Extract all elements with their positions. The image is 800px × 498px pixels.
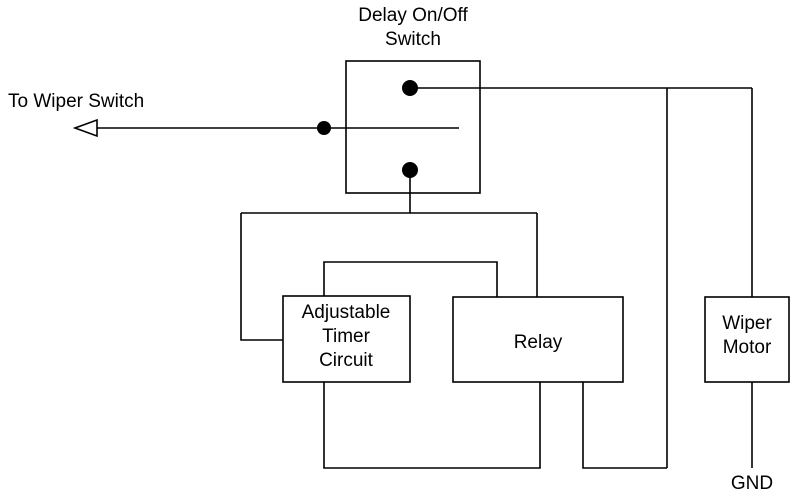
to-wiper-switch-label: To Wiper Switch	[8, 91, 144, 112]
timer-label-line3: Circuit	[319, 350, 374, 371]
wire-timer-bottom-to-relay-bottom-left	[323, 382, 541, 469]
wiper-switch-tap-dot	[317, 121, 331, 135]
wiper-motor-box[interactable]	[704, 296, 790, 383]
to-wiper-switch-arrowhead	[72, 118, 98, 138]
relay-box[interactable]	[452, 296, 624, 383]
wire-bus-to-timer-left	[240, 213, 283, 341]
timer-label-line1: Adjustable	[302, 302, 391, 323]
gnd-label: GND	[731, 473, 773, 494]
relay-label: Relay	[514, 332, 563, 353]
timer-label-line2: Timer	[322, 326, 371, 347]
switch-bottom-contact-dot	[402, 162, 418, 178]
delay-switch-title-line2: Switch	[385, 29, 441, 50]
switch-top-contact-dot	[402, 80, 418, 96]
wire-relay-bottom-right-to-branch	[582, 382, 667, 469]
delay-switch-title-line1: Delay On/Off	[358, 5, 468, 26]
wiper-motor-label-line1: Wiper	[722, 313, 772, 334]
wire-timer-top-to-relay-top-left	[323, 261, 498, 297]
adjustable-timer-circuit-box[interactable]	[282, 295, 411, 383]
wiper-motor-label-line2: Motor	[723, 337, 772, 358]
